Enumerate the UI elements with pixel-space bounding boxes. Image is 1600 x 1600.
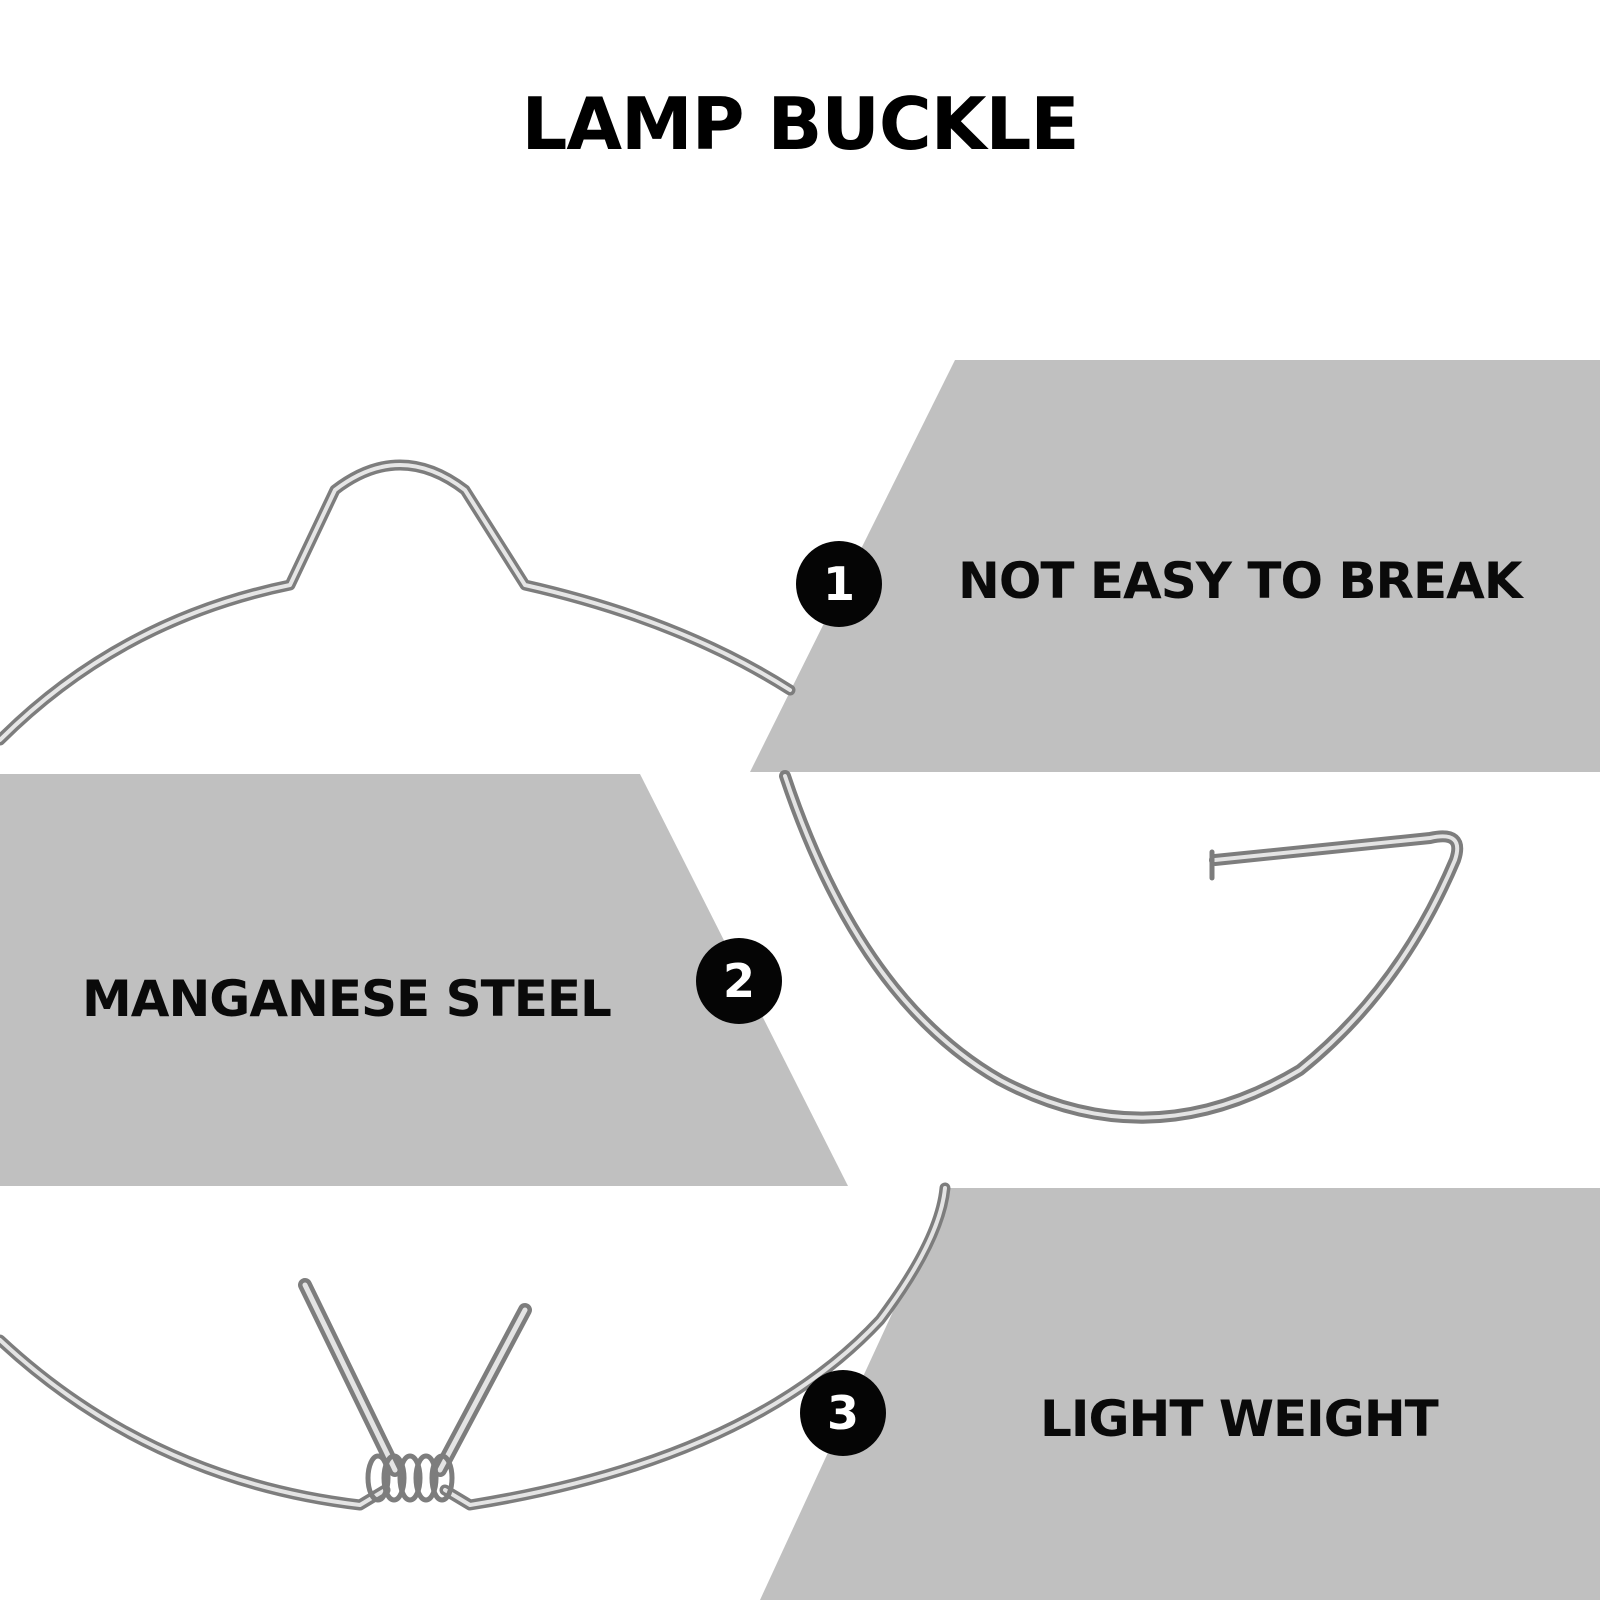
feature-1-label: NOT EASY TO BREAK xyxy=(958,552,1523,610)
feature-3-label: LIGHT WEIGHT xyxy=(1040,1390,1439,1448)
spring-coil xyxy=(365,1453,455,1503)
feature-3-badge: 3 xyxy=(800,1370,886,1456)
page-title: LAMP BUCKLE xyxy=(521,82,1079,166)
feature-2-label: MANGANESE STEEL xyxy=(82,970,612,1028)
feature-2-badge: 2 xyxy=(696,938,782,1024)
wire-hook-middle xyxy=(779,770,1464,1124)
wire-loop-top xyxy=(0,459,796,746)
wire-spring-bottom xyxy=(0,1182,951,1511)
feature-1-badge: 1 xyxy=(796,541,882,627)
